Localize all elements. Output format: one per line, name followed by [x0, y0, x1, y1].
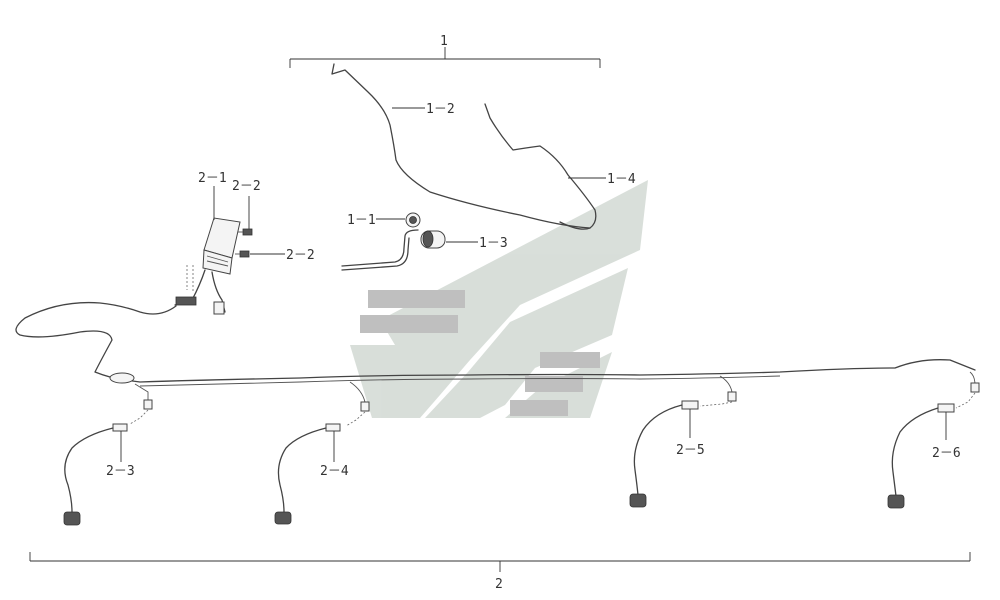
group-2-bracket: 2 [29, 552, 971, 592]
part-2-2-screw-top [238, 228, 253, 236]
branch-2-5 [719, 375, 733, 393]
label-2-5: 2－5 [676, 443, 705, 458]
part-2-2-screw-bottom [235, 250, 250, 258]
watermark-shape-2 [425, 268, 628, 418]
sensor-2-3 [63, 399, 153, 526]
sensor-2-5 [629, 391, 737, 508]
label-2-4: 2－4 [320, 464, 349, 479]
watermark-stripe-2 [360, 315, 458, 333]
part-2-1-control-box [186, 217, 241, 292]
main-harness-parallel [139, 375, 781, 387]
box-connector-harness [174, 269, 226, 315]
harness-clip [109, 372, 135, 384]
watermark-logo [350, 180, 648, 418]
main-harness [15, 301, 976, 383]
label-1-4: 1－4 [607, 172, 636, 187]
branch-2-3 [134, 383, 149, 402]
label-2-3: 2－3 [106, 464, 135, 479]
label-group-2: 2 [495, 577, 503, 592]
label-1-1: 1－1 [347, 213, 376, 228]
label-2-2-bottom: 2－2 [286, 248, 315, 263]
watermark-shape-1 [350, 180, 648, 418]
label-1-2: 1－2 [426, 102, 455, 117]
watermark-stripe-5 [510, 400, 568, 416]
label-2-6: 2－6 [932, 446, 961, 461]
group-1-bracket: 1 [289, 34, 601, 68]
cable-1-4 [484, 103, 597, 230]
part-1-3-grip [341, 229, 446, 271]
label-2-2-top: 2－2 [232, 179, 261, 194]
watermark-stripe-1 [368, 290, 465, 308]
part-1-1-cap [405, 212, 421, 228]
label-group-1: 1 [440, 34, 448, 49]
label-2-1: 2－1 [198, 171, 227, 186]
label-1-3: 1－3 [479, 236, 508, 251]
watermark-stripe-3 [540, 352, 600, 368]
watermark-stripe-4 [525, 376, 583, 392]
branch-2-4 [349, 381, 366, 403]
sensor-2-4 [274, 401, 370, 525]
cable-1-2 [331, 63, 591, 229]
sensor-2-6 [887, 382, 980, 509]
